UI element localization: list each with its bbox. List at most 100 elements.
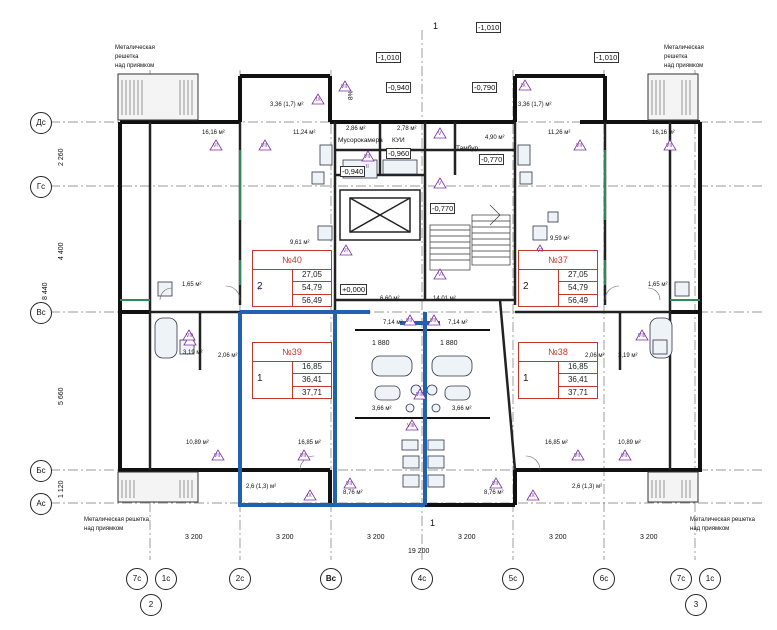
room-count: 2 [257, 281, 263, 292]
axis-marker-col-4c: 4с [411, 568, 433, 590]
total-area: 54,79 [293, 282, 331, 295]
total-area-with-balcony: 37,71 [567, 388, 589, 397]
marker-label: VII [492, 481, 499, 487]
note-line: решетка [115, 54, 139, 60]
dim-bottom-5: 3 200 [549, 534, 567, 541]
marker-label: VII [574, 453, 581, 459]
axis-marker-col-1c-left: 1с [155, 568, 177, 590]
total-area: 54,79 [559, 282, 597, 295]
section-marker-2: 2 [140, 594, 162, 616]
marker-label: VII [261, 143, 268, 149]
dim-bottom-3: 3 200 [367, 534, 385, 541]
apartment-tag-37: №37 2 27,05 54,79 56,49 [518, 250, 598, 307]
area-label: 11,24 м² [293, 130, 316, 136]
note-line: над приямком [84, 526, 124, 532]
area-label: 7,14 м² [383, 320, 403, 326]
level-mark: -0,790 [472, 82, 498, 93]
marker-label: VII [537, 248, 544, 254]
area-label: 2,86 м² [346, 126, 366, 132]
axis-marker-col-2c: 2с [229, 568, 251, 590]
apartment-tag-39: №39 1 16,85 36,41 37,71 [252, 342, 332, 399]
apartment-areas: 16,85 36,41 37,71 [292, 361, 331, 399]
level-mark: -0,770 [430, 203, 456, 214]
area-label: 16,16 м² [202, 130, 225, 136]
dim-left-4: 1 120 [58, 480, 65, 498]
section-cut-top: 1 [433, 21, 439, 31]
marker-triangles [182, 79, 677, 501]
marker-label: II [258, 286, 261, 292]
area-label: 3,19 м² [618, 353, 638, 359]
area-label: 1,65 м² [648, 282, 668, 288]
marker-label: VII [364, 154, 371, 160]
slope-label: 8% [347, 90, 355, 100]
axis-marker-col-5c: 5с [502, 568, 524, 590]
total-area-with-balcony: 37,71 [301, 388, 323, 397]
note-line: над приямком [664, 63, 704, 69]
marker-label: II [366, 164, 369, 170]
area-label: 2,6 (1,3) м² [572, 484, 603, 490]
area-label: 16,85 м² [545, 440, 568, 446]
balconies [117, 73, 699, 503]
note-line: Металическая решетка [84, 517, 150, 523]
area-label: 16,16 м² [652, 130, 675, 136]
axis-marker-col-1c-right: 1с [699, 568, 721, 590]
axis-marker-row-v: Вс [30, 302, 52, 324]
living-area: 27,05 [293, 269, 331, 282]
note-grate-top-left: Металическая решетка над приямком [115, 44, 155, 71]
apartment-areas: 27,05 54,79 56,49 [292, 269, 331, 307]
note-line: Металическая [115, 45, 155, 51]
note-grate-bottom-left: Металическая решетка над приямком [84, 516, 149, 534]
area-label: 3,36 (1,7) м² [518, 102, 552, 108]
staircase [429, 204, 511, 271]
axis-marker-col-7c-right: 7с [670, 568, 692, 590]
room-count: 1 [257, 373, 263, 384]
area-label: 4,90 м² [485, 135, 505, 141]
dim-left-1: 2 260 [58, 148, 65, 166]
marker-label: VII [300, 453, 307, 459]
dim-left-3: 5 660 [58, 387, 65, 405]
door-swings [159, 285, 661, 471]
area-label: 16,85 м² [298, 440, 321, 446]
dim-stair-right: 1 880 [440, 340, 458, 347]
area-label: 3,36 (1,7) м² [270, 102, 304, 108]
marker-label: VI [343, 248, 348, 254]
room-count: 1 [523, 373, 529, 384]
area-label: 3,19 м² [183, 350, 203, 356]
dim-bottom-6: 3 200 [640, 534, 658, 541]
dim-bottom-total: 19 200 [408, 548, 430, 555]
axis-marker-row-g: Гс [30, 176, 52, 198]
area-label: 8,76 м² [484, 490, 504, 496]
area-label: 7,14 м² [448, 320, 468, 326]
apartment-areas: 27,05 54,79 56,49 [558, 269, 597, 307]
axis-marker-col-7c-left: 7с [126, 568, 148, 590]
axis-marker-row-b: Бс [30, 460, 52, 482]
note-line: над приямком [690, 526, 730, 532]
marker-label: VIII [416, 392, 424, 398]
area-label: 1,65 м² [182, 282, 202, 288]
area-label: 14,01 м² [433, 296, 456, 302]
total-area: 36,41 [559, 374, 597, 387]
level-mark: -1,010 [376, 52, 402, 63]
total-area: 36,41 [293, 374, 331, 387]
level-mark: -0,940 [340, 166, 366, 177]
marker-label: IX [307, 493, 312, 499]
living-area: 27,05 [559, 269, 597, 282]
marker-label: VII [346, 481, 353, 487]
area-label: 2,06 м² [218, 353, 238, 359]
note-grate-bottom-right: Металическая решетка над приямком [690, 516, 755, 534]
marker-label: VI [438, 272, 443, 278]
dim-stair-left: 1 880 [372, 340, 390, 347]
room-count: 2 [523, 281, 529, 292]
apartment-areas: 16,85 36,41 37,71 [558, 361, 597, 399]
axis-marker-col-6c: 6с [593, 568, 615, 590]
area-label: 10,89 м² [618, 440, 641, 446]
apartment-number: №40 [253, 251, 331, 270]
marker-label: VII [666, 143, 673, 149]
area-label: 9,59 м² [550, 236, 570, 242]
dim-bottom-2: 3 200 [276, 534, 294, 541]
section-marker-3: 3 [685, 594, 707, 616]
area-label: 2,6 (1,3) м² [246, 484, 277, 490]
marker-label: V [438, 181, 442, 187]
axis-marker-row-d: Дс [30, 112, 52, 134]
note-grate-top-right: Металическая решетка над приямком [664, 44, 704, 71]
